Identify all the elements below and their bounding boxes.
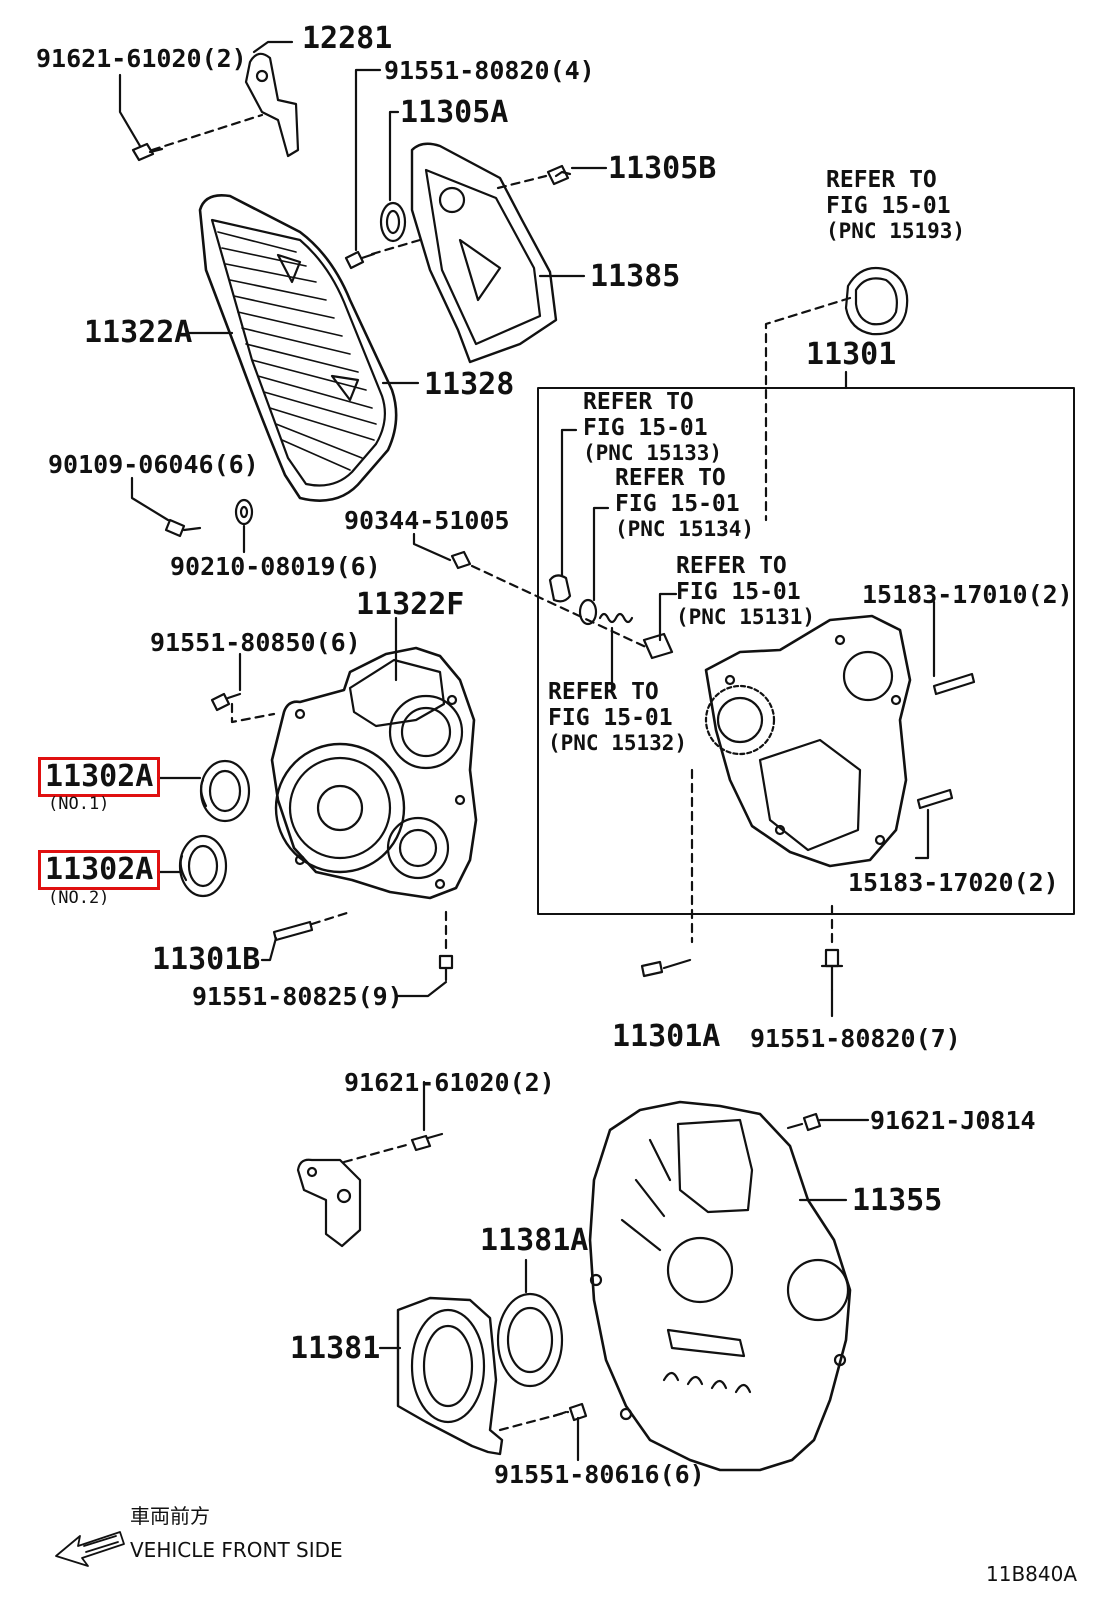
cover-assembly-11301 [704,614,912,868]
bolt-91551-80820-top [344,250,376,270]
gasket-15193 [844,266,909,336]
label-90344-51005: 90344-51005 [344,506,510,535]
direction-label-jp: 車両前方 [130,1504,210,1528]
seal-11302A-no2 [178,834,228,898]
stud-11301B [272,920,314,942]
leader-90109 [130,476,170,522]
label-11301B: 11301B [152,942,261,977]
seal-11302A-no1 [199,759,251,823]
plug-15133 [548,574,572,603]
bolt-90109-06046 [164,518,202,538]
front-case-11322F [270,646,478,900]
label-11305B: 11305B [608,151,717,186]
label-91551-80616: 91551-80616(6) [494,1460,705,1489]
leader-11301A [662,958,692,970]
label-91621-61020-bottom: 91621-61020(2) [344,1068,555,1097]
cover-11385 [410,142,558,364]
label-11305A: 11305A [400,95,509,130]
bolt-91551-80616 [552,1402,588,1422]
label-11328: 11328 [424,367,515,402]
label-15183-17020: 15183-17020(2) [848,868,1059,897]
leader-91551-80820-4 [354,68,382,252]
plug-11305B [546,164,570,186]
label-91621-J0814: 91621-J0814 [870,1106,1036,1135]
bolt-91551-80820-7 [820,948,844,992]
label-91551-80820-7: 91551-80820(7) [750,1024,961,1053]
seal-11381A [496,1292,564,1388]
stud-15183-17010 [932,672,976,696]
bolt-91621-J0814 [786,1112,822,1132]
end-plate-11355 [588,1100,852,1472]
label-11322F: 11322F [356,587,465,622]
label-12281: 12281 [302,21,393,56]
bracket-12281 [244,52,300,158]
assembly-box-11301 [537,387,1075,915]
label-11322A: 11322A [84,315,193,350]
label-91621-61020-top: 91621-61020(2) [36,44,247,73]
bolt-91621-61020-bottom [410,1132,444,1152]
label-11302A-no1: 11302A [38,757,161,797]
spring-15132 [598,612,634,624]
label-11381: 11381 [290,1331,381,1366]
bolt-91551-80825 [438,954,454,982]
label-11302A-no2: 11302A [38,850,161,890]
label-11355: 11355 [852,1183,943,1218]
leader-11305A [388,110,400,202]
label-11385: 11385 [590,259,681,294]
label-11301A: 11301A [612,1019,721,1054]
leader-91621-top [118,73,142,148]
leader-12281 [252,40,294,54]
bolt-91551-80850 [210,692,242,712]
timing-cover-11322A [198,194,398,502]
leader-15134 [592,506,610,602]
label-91551-80850: 91551-80850(6) [150,628,361,657]
retainer-11381 [396,1296,504,1456]
figure-code: 11B840A [986,1562,1078,1586]
stud-15183-17020 [916,788,954,810]
leader-15131 [658,592,678,642]
label-11302A-no2-note: (NO.2) [48,888,110,908]
leader-11301B [260,936,278,962]
bracket-lower [296,1158,362,1248]
label-11302A-no1-note: (NO.1) [48,794,110,814]
leader-12281-bolt [150,113,264,152]
leader-91551-80825 [396,980,448,998]
leader-15183-17020 [914,808,930,860]
label-91551-80825: 91551-80825(9) [192,982,403,1011]
plunger-15131 [642,632,674,660]
label-11381A: 11381A [480,1223,589,1258]
pin-11301A [640,960,664,978]
direction-label-en: VEHICLE FRONT SIDE [130,1538,343,1562]
front-direction-arrow-icon [55,1531,125,1567]
label-91551-80820-4: 91551-80820(4) [384,56,595,85]
leader-15133 [560,428,578,578]
bolt-91621-61020-top [131,142,164,162]
label-90109-06046: 90109-06046(6) [48,450,259,479]
label-90210-08019: 90210-08019(6) [170,552,381,581]
washer-90210-08019 [234,498,254,526]
seal-11305A [379,201,407,243]
leader-90344 [412,532,452,562]
label-15183-17010: 15183-17010(2) [862,580,1073,609]
seal-15134 [578,598,598,626]
plug-90344-51005 [450,550,472,570]
label-11301: 11301 [806,337,897,372]
